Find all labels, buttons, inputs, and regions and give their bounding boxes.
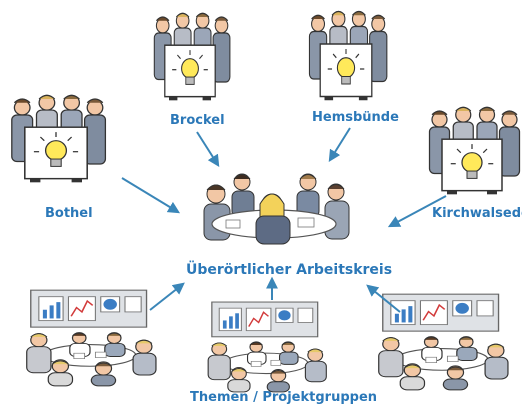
center-node-title: Überörtlicher Arbeitskreis bbox=[186, 262, 393, 278]
central-meeting-illustration bbox=[186, 164, 356, 252]
node-label-kirchwalsede: Kirchwalsede bbox=[432, 206, 522, 221]
arrow-hemsbuende bbox=[328, 127, 351, 163]
arrow-bothel bbox=[121, 177, 181, 214]
arrow-brockel bbox=[196, 131, 220, 168]
arrow-kirchwalsede bbox=[387, 195, 447, 228]
arrow-workshop-left bbox=[149, 282, 185, 311]
node-label-hemsbuende: Hemsbünde bbox=[312, 110, 399, 125]
bottom-node-label: Themen / Projektgruppen bbox=[190, 390, 378, 405]
node-label-brockel: Brockel bbox=[170, 113, 225, 128]
node-label-bothel: Bothel bbox=[45, 206, 93, 221]
arrow-workshop-right bbox=[366, 284, 401, 313]
